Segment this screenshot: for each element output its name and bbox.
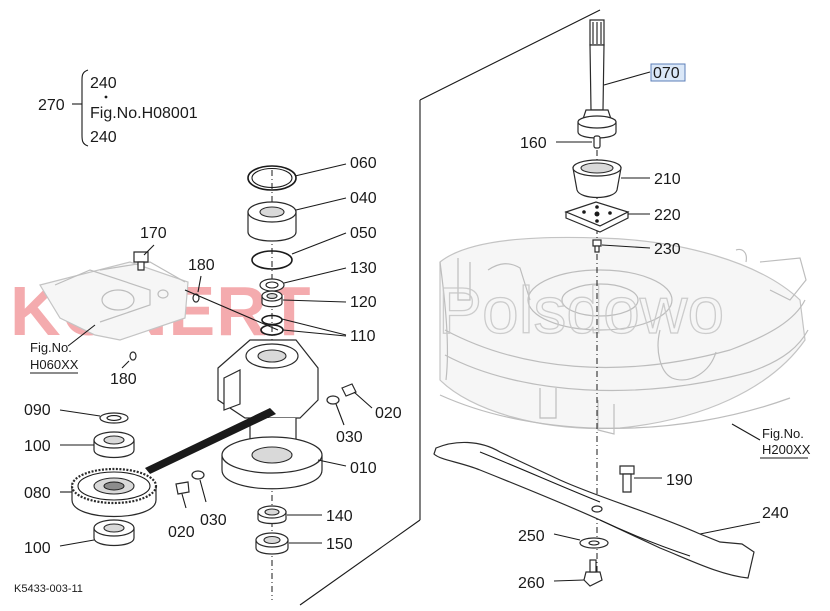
cup-210 (572, 159, 650, 199)
seal-140 (257, 505, 322, 525)
group-number: 270 (38, 97, 65, 114)
callout-260: 260 (518, 575, 545, 592)
svg-text:Fig.No.: Fig.No. (30, 340, 72, 355)
beam-leader (184, 289, 279, 331)
bearing-100-lower (59, 519, 135, 547)
callout-240: 240 (762, 505, 789, 522)
gear-080 (60, 467, 158, 518)
callout-250: 250 (518, 528, 545, 545)
snap-ring-060 (247, 163, 347, 191)
fig-ref-left: Fig.No. H060XX (30, 324, 96, 374)
svg-text:H060XX: H060XX (30, 357, 79, 372)
callout-030-lower: 030 (200, 512, 227, 529)
callout-020-lower: 020 (168, 524, 195, 541)
callout-140: 140 (326, 508, 353, 525)
callout-180-upper: 180 (188, 257, 215, 274)
callout-010: 010 (350, 460, 377, 477)
callout-180-lower: 180 (110, 371, 137, 388)
washer-030-lower (191, 470, 207, 503)
callout-120: 120 (350, 294, 377, 311)
shaft-070 (577, 19, 651, 139)
callout-020-upper: 020 (375, 405, 402, 422)
callout-040: 040 (350, 190, 377, 207)
bolt-170 (133, 244, 155, 271)
reference-block: 270 240 Fig.No.H08001 240 (38, 69, 198, 147)
svg-text:Fig.No.: Fig.No. (762, 426, 804, 441)
shim-090 (59, 409, 129, 424)
callout-220: 220 (654, 207, 681, 224)
mower-deck-drawing (439, 236, 809, 435)
callout-030-upper: 030 (336, 429, 363, 446)
gearbox-housing-010 (217, 339, 347, 490)
fig-reference: Fig.No.H08001 (90, 105, 198, 122)
bolt-020-upper (341, 383, 373, 409)
drive-belt-line (145, 408, 276, 474)
blade-240 (433, 441, 761, 579)
watermark-brand-grey: Polsdowo (438, 273, 724, 347)
bolt-020-lower (175, 481, 190, 509)
bearing-040 (247, 197, 347, 242)
callout-210: 210 (654, 171, 681, 188)
callout-230: 230 (654, 241, 681, 258)
lower-label: 240 (90, 129, 117, 146)
callout-170: 170 (140, 225, 167, 242)
drawing-code: K5433-003-11 (14, 583, 83, 595)
pin-180-lower (121, 351, 137, 369)
bolt-190 (619, 465, 662, 493)
callout-060: 060 (350, 155, 377, 172)
callout-130: 130 (350, 260, 377, 277)
callout-110: 110 (350, 328, 376, 345)
upper-label: 240 (90, 75, 117, 92)
seal-130 (259, 267, 347, 292)
callout-190: 190 (666, 472, 693, 489)
cap-150 (255, 532, 322, 555)
callout-070[interactable]: 070 (653, 65, 680, 82)
callout-080: 080 (24, 485, 51, 502)
washer-250 (553, 533, 609, 549)
callout-090: 090 (24, 402, 51, 419)
callout-050: 050 (350, 225, 377, 242)
circlips-110 (260, 314, 347, 337)
o-ring-050 (251, 232, 347, 270)
bolt-260 (553, 559, 603, 587)
callout-160: 160 (520, 135, 547, 152)
screw-230 (592, 239, 651, 253)
bushing-120 (261, 290, 347, 308)
plate-220 (564, 201, 650, 233)
pin-180-upper (192, 275, 202, 303)
svg-text:H200XX: H200XX (762, 442, 811, 457)
callout-070-highlight (650, 63, 686, 82)
callout-100-upper: 100 (24, 438, 51, 455)
bearing-100-upper (60, 431, 135, 459)
callout-100-lower: 100 (24, 540, 51, 557)
key-160 (556, 135, 601, 149)
washer-030-upper (326, 395, 345, 426)
callout-150: 150 (326, 536, 353, 553)
fig-ref-right: Fig.No. H200XX (731, 423, 811, 459)
